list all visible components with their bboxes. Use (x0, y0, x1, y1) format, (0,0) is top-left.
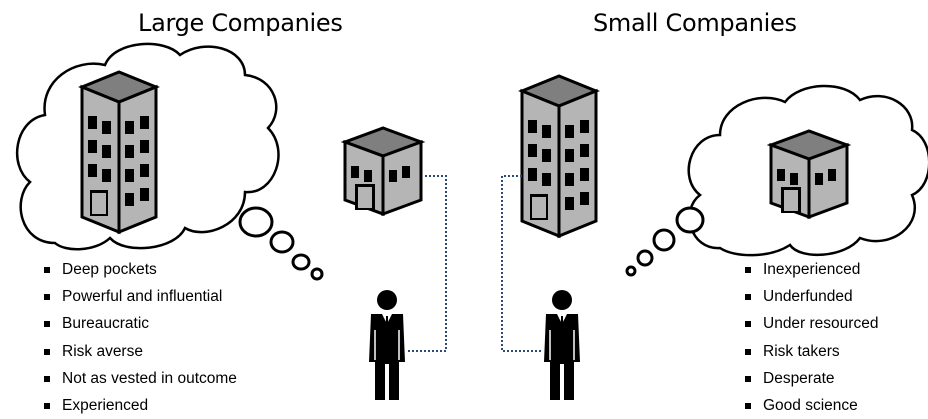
bullet-icon (44, 294, 50, 301)
bullet-icon (44, 375, 50, 382)
list-item: Deep pockets (42, 256, 237, 283)
list-item: Risk takers (743, 338, 878, 365)
title-small-companies: Small Companies (593, 9, 797, 37)
bullet-icon (745, 294, 751, 301)
bullet-icon (745, 348, 751, 355)
list-item: Inexperienced (743, 256, 878, 283)
list-item: Not as vested in outcome (42, 365, 237, 392)
list-item: Desperate (743, 365, 878, 392)
title-large-companies: Large Companies (138, 9, 343, 37)
list-item: Powerful and influential (42, 283, 237, 310)
tall-building-small-company (520, 74, 598, 238)
bullet-icon (44, 348, 50, 355)
short-building-large-company (343, 126, 423, 216)
large-companies-traits: Deep pockets Powerful and influential Bu… (42, 256, 237, 419)
bullet-icon (44, 321, 50, 328)
tall-building-in-cloud-large (80, 70, 158, 234)
person-large-company (368, 289, 406, 401)
list-item: Bureaucratic (42, 310, 237, 337)
person-small-company (543, 289, 581, 401)
bullet-icon (745, 321, 751, 328)
thought-bubbles-small (625, 206, 705, 277)
list-item: Good science (743, 392, 878, 419)
connector-small (501, 175, 541, 352)
short-building-in-cloud-small (769, 129, 849, 219)
list-item: Under resourced (743, 310, 878, 337)
bullet-icon (745, 267, 751, 273)
list-item: Experienced (42, 392, 237, 419)
list-item: Risk averse (42, 338, 237, 365)
bullet-icon (44, 402, 50, 409)
list-item: Underfunded (743, 283, 878, 310)
bullet-icon (44, 267, 50, 273)
connector-large (407, 175, 447, 352)
bullet-icon (745, 375, 751, 382)
thought-bubbles-large (238, 206, 324, 281)
bullet-icon (745, 402, 751, 409)
small-companies-traits: Inexperienced Underfunded Under resource… (743, 256, 878, 419)
